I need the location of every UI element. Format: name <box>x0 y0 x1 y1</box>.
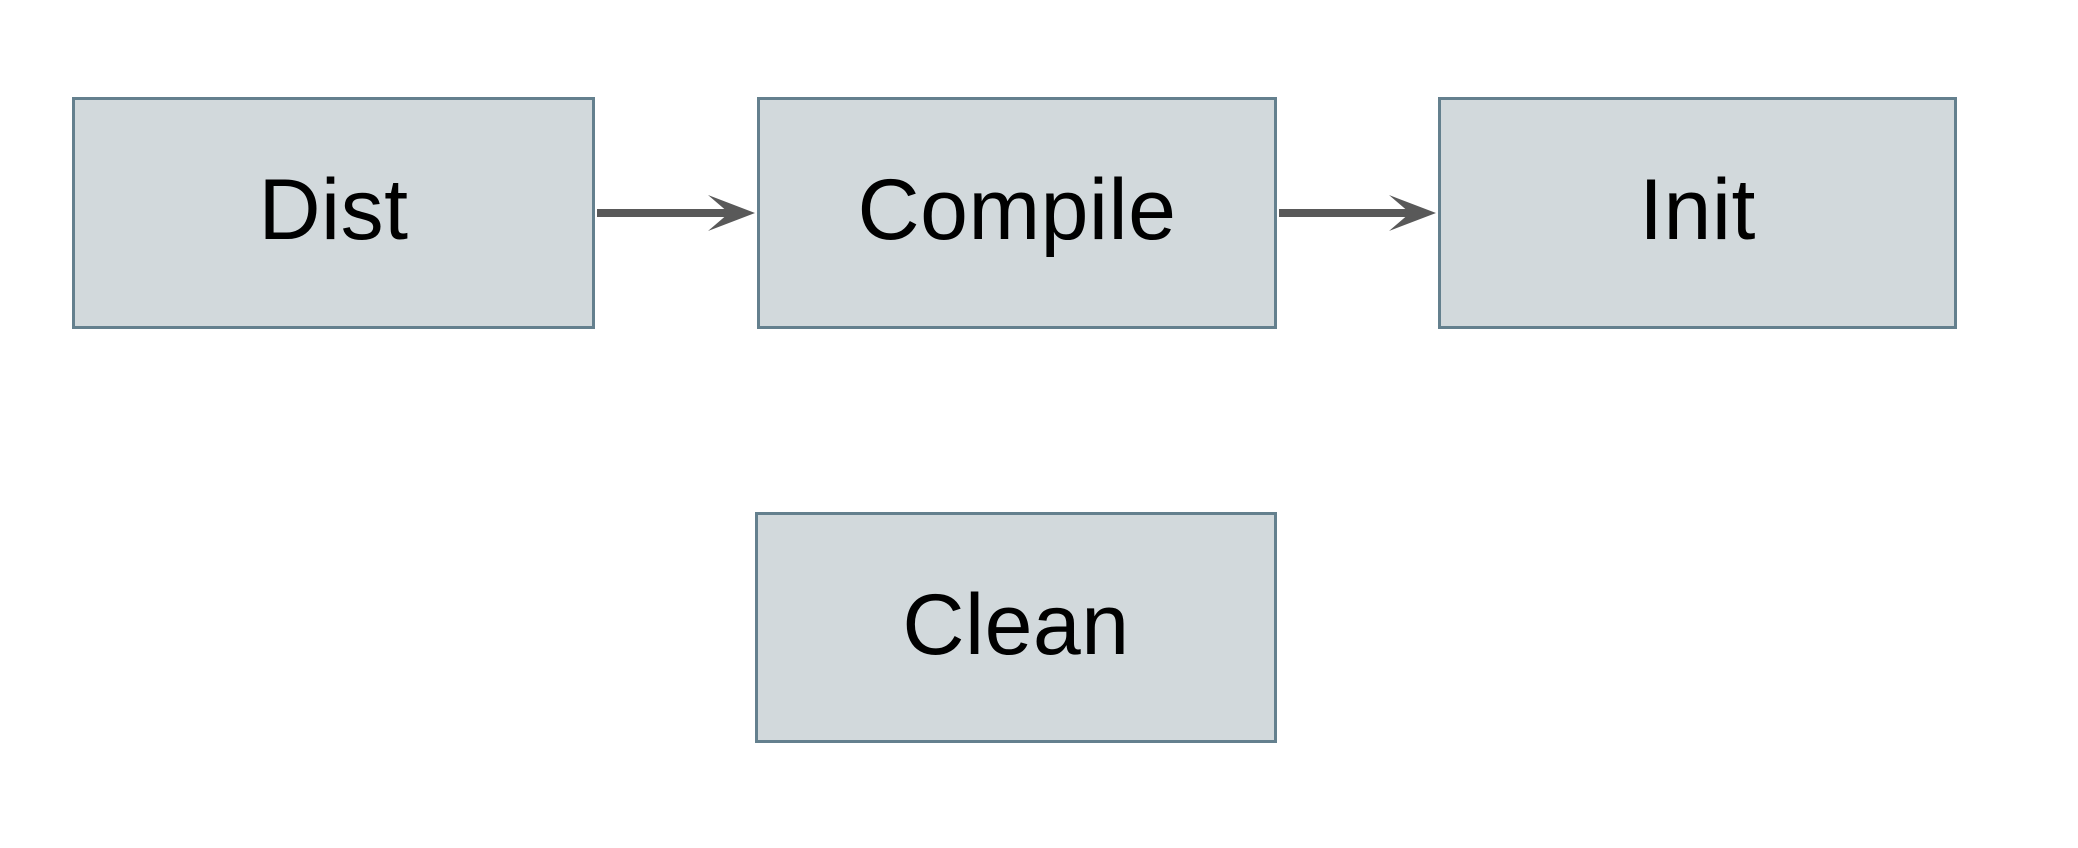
node-compile-label: Compile <box>857 162 1177 258</box>
node-init[interactable]: Init <box>1438 97 1957 329</box>
node-dist[interactable]: Dist <box>72 97 595 329</box>
node-init-label: Init <box>1639 162 1756 258</box>
node-dist-label: Dist <box>258 162 409 258</box>
node-clean[interactable]: Clean <box>755 512 1277 743</box>
arrow-dist-to-compile[interactable] <box>597 195 755 231</box>
node-compile[interactable]: Compile <box>757 97 1277 329</box>
node-clean-label: Clean <box>902 576 1130 673</box>
arrow-compile-to-init[interactable] <box>1279 195 1436 231</box>
